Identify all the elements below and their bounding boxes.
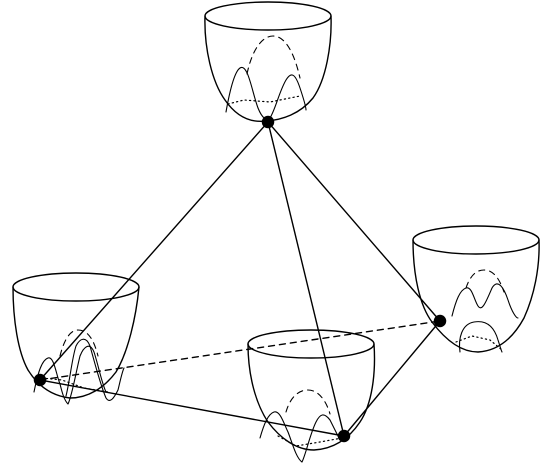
vertex-bottom — [337, 429, 351, 443]
edge-top-right — [267, 121, 441, 322]
energy-bowl-right — [412, 225, 540, 353]
edge-left-bottom — [39, 379, 345, 437]
edge-top-left — [39, 121, 269, 381]
energy-bowl-bottom — [247, 329, 376, 463]
vertex-right — [433, 314, 447, 328]
edge-bottom-right — [343, 320, 441, 437]
vertex-top — [261, 115, 275, 129]
edges — [39, 121, 441, 437]
energy-bowl-left — [12, 272, 140, 405]
edge-left-right-dashed — [39, 320, 441, 381]
edge-top-bottom — [267, 121, 345, 437]
energy-bowl-top — [204, 1, 332, 123]
vertex-left — [33, 373, 47, 387]
vertices — [33, 115, 447, 443]
